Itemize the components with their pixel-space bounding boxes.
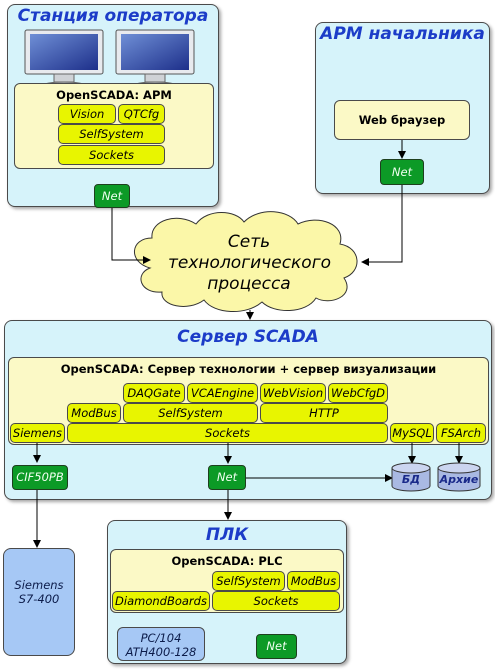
- plc-title: ПЛК: [205, 525, 249, 545]
- web-browser-block: Web браузер: [334, 100, 470, 140]
- archive-label: Архие: [439, 473, 479, 486]
- scada-net-block: Net: [208, 465, 246, 490]
- module-fsarch: FSArch: [436, 423, 486, 443]
- scada-block-title: OpenSCADA: Сервер технологии + сервер ви…: [60, 362, 437, 376]
- module-webcfgd: WebCfgD: [328, 383, 388, 403]
- network-cloud-shape: [134, 211, 358, 313]
- siemens-s7-device: Siemens S7-400: [3, 548, 75, 656]
- plc-block-title: OpenSCADA: PLC: [171, 554, 283, 568]
- module-siemens: Siemens: [10, 423, 65, 443]
- operator-station-title: Станция оператора: [17, 6, 209, 26]
- chief-station-title: АРМ начальника: [320, 24, 485, 44]
- network-cloud-line3: процесса: [207, 274, 291, 294]
- module-sockets: Sockets: [58, 145, 165, 165]
- operator-to-cloud-line: [111, 208, 151, 264]
- module-sockets: Sockets: [212, 591, 340, 611]
- board-line2: ATH400-128: [125, 645, 197, 659]
- module-modbus: ModBus: [67, 403, 121, 423]
- module-diamondboards: DiamondBoards: [112, 591, 210, 611]
- module-sockets: Sockets: [67, 423, 388, 443]
- module-selfsystem: SelfSystem: [212, 571, 285, 591]
- plc-net-block: Net: [256, 634, 297, 659]
- board-line1: PC/104: [140, 631, 182, 645]
- module-qtcfg: QTCfg: [118, 104, 165, 124]
- module-selfsystem: SelfSystem: [123, 403, 258, 423]
- archive-cylinder-icon: [437, 462, 481, 492]
- siemens-line1: Siemens: [14, 578, 64, 592]
- operator-block-title: OpenSCADA: APM: [56, 88, 172, 102]
- cif50pb-block: CIF50PB: [12, 465, 68, 490]
- module-webvision: WebVision: [260, 383, 326, 403]
- chief-to-cloud-line: [361, 185, 403, 266]
- module-http: HTTP: [260, 403, 388, 423]
- network-cloud-line1: Сеть: [227, 232, 271, 252]
- operator-net-block: Net: [94, 184, 130, 208]
- module-vision: Vision: [58, 104, 116, 124]
- siemens-line2: S7-400: [18, 592, 60, 606]
- network-cloud-label: Сеть технологического процесса: [168, 232, 332, 295]
- module-modbus: ModBus: [287, 571, 340, 591]
- module-selfsystem: SelfSystem: [58, 124, 165, 144]
- network-cloud-line2: технологического: [168, 253, 332, 273]
- scada-server-title: Сервер SCADA: [177, 327, 319, 347]
- module-daqgate: DAQGate: [123, 383, 185, 403]
- database-cylinder-icon: [391, 462, 431, 492]
- chief-net-block: Net: [380, 159, 424, 185]
- web-browser-label: Web браузер: [358, 113, 446, 127]
- db-label: БД: [401, 473, 421, 486]
- module-mysql: MySQL: [390, 423, 434, 443]
- module-vcaengine: VCAEngine: [187, 383, 258, 403]
- pc104-board-device: PC/104 ATH400-128: [117, 627, 205, 661]
